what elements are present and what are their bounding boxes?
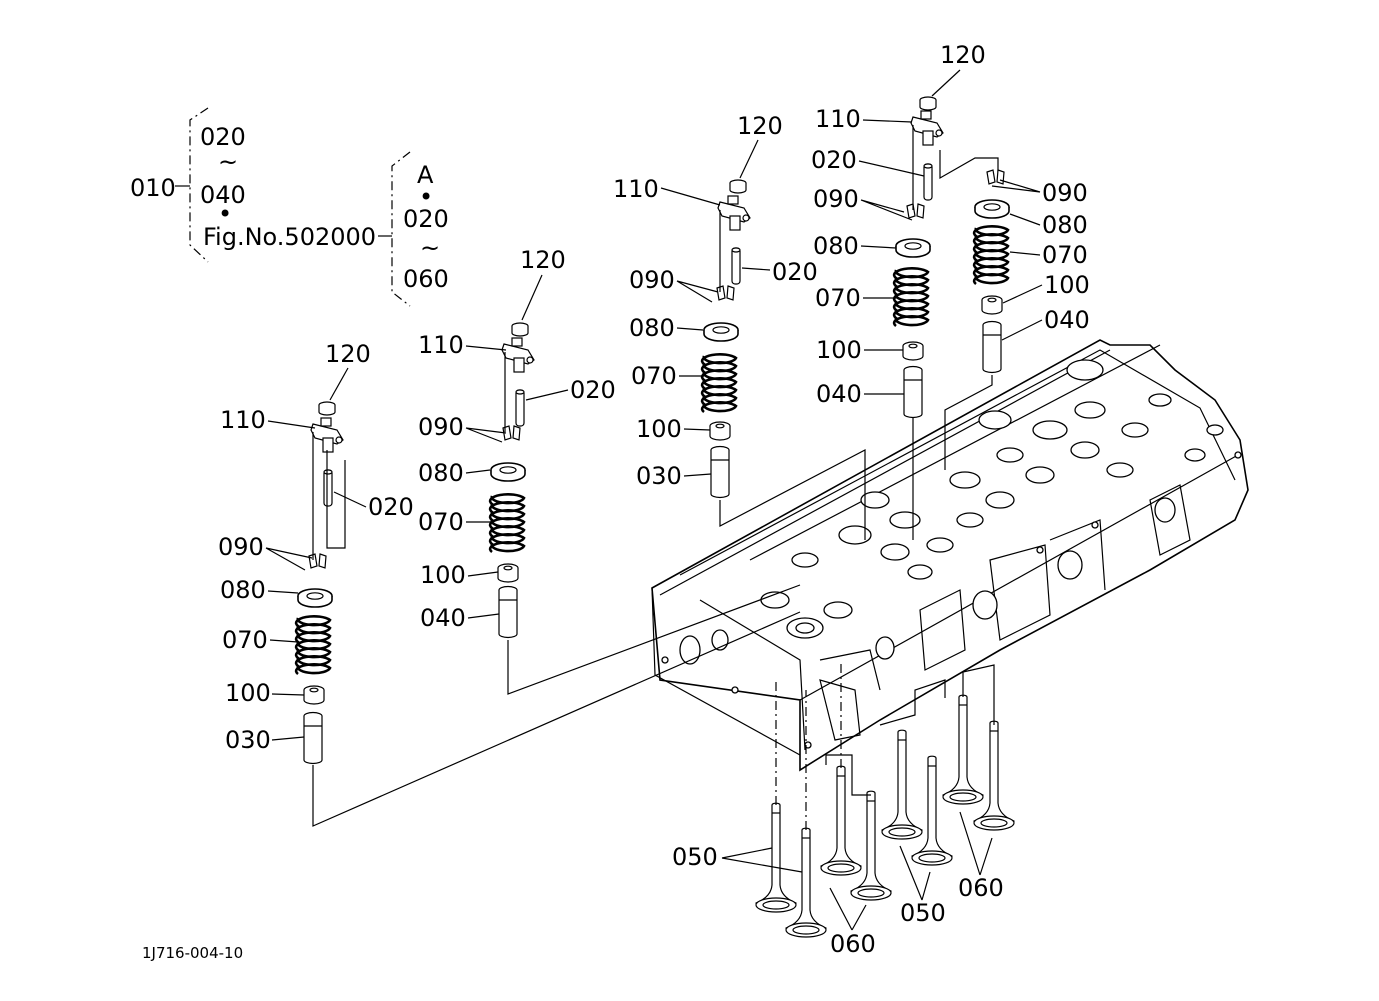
callout-070: 070 xyxy=(631,362,677,390)
valve-assembly-4 xyxy=(892,96,999,540)
callout-060: 060 xyxy=(830,930,876,958)
ref-group-label: 010 xyxy=(130,174,176,202)
callout-030: 030 xyxy=(636,462,682,490)
ref-sub-item: ~ xyxy=(420,234,440,262)
ref-sub-item: 060 xyxy=(403,265,449,293)
callout-020: 020 xyxy=(368,493,414,521)
callout-090: 090 xyxy=(418,413,464,441)
callout-020: 020 xyxy=(570,376,616,404)
callout-110: 110 xyxy=(418,331,464,359)
valves xyxy=(755,660,1015,938)
valve-assembly-2 xyxy=(488,322,801,695)
callout-040: 040 xyxy=(816,380,862,408)
callout-110: 110 xyxy=(613,175,659,203)
ref-item: ~ xyxy=(218,148,238,176)
callout-110: 110 xyxy=(815,105,861,133)
valve-assembly-1 xyxy=(294,401,801,827)
callout-040: 040 xyxy=(420,604,466,632)
callout-080: 080 xyxy=(220,576,266,604)
callout-080: 080 xyxy=(1042,211,1088,239)
ref-item: 040 xyxy=(200,181,246,209)
callout-120: 120 xyxy=(737,112,783,140)
ref-item: • xyxy=(218,200,232,228)
callout-050: 050 xyxy=(900,899,946,927)
callout-080: 080 xyxy=(813,232,859,260)
callout-030: 030 xyxy=(225,726,271,754)
ref-item: Fig.No.502000 xyxy=(203,223,376,251)
cylinder-head xyxy=(651,339,1249,772)
callout-070: 070 xyxy=(222,626,268,654)
callout-050: 050 xyxy=(672,843,718,871)
callout-100: 100 xyxy=(636,415,682,443)
callout-090: 090 xyxy=(629,266,675,294)
callout-020: 020 xyxy=(811,146,857,174)
callout-090: 090 xyxy=(813,185,859,213)
callout-080: 080 xyxy=(629,314,675,342)
callout-100: 100 xyxy=(225,679,271,707)
callout-020: 020 xyxy=(772,258,818,286)
callout-070: 070 xyxy=(815,284,861,312)
valve-assembly-5 xyxy=(944,169,1010,470)
callout-080: 080 xyxy=(418,459,464,487)
ref-sub-item: 020 xyxy=(403,205,449,233)
callouts: 120 110 020 090 080 070 100 030 120 110 … xyxy=(218,41,1090,958)
callout-100: 100 xyxy=(1044,271,1090,299)
callout-100: 100 xyxy=(816,336,862,364)
callout-100: 100 xyxy=(420,561,466,589)
head-holes xyxy=(661,359,1242,749)
callout-120: 120 xyxy=(520,246,566,274)
callout-110: 110 xyxy=(220,406,266,434)
callout-040: 040 xyxy=(1044,306,1090,334)
ref-item: 020 xyxy=(200,123,246,151)
figure-code: 1J716-004-10 xyxy=(142,944,243,962)
ref-sub-item: • xyxy=(419,183,433,211)
callout-090: 090 xyxy=(218,533,264,561)
valve-assembly-3 xyxy=(700,179,866,540)
callout-070: 070 xyxy=(1042,241,1088,269)
reference-block: 010 020 ~ 040 • Fig.No.502000 A • 020 ~ … xyxy=(130,107,449,307)
ref-sub-item: A xyxy=(417,161,434,189)
callout-120: 120 xyxy=(325,340,371,368)
callout-060: 060 xyxy=(958,874,1004,902)
callout-070: 070 xyxy=(418,508,464,536)
callout-090: 090 xyxy=(1042,179,1088,207)
callout-120: 120 xyxy=(940,41,986,69)
